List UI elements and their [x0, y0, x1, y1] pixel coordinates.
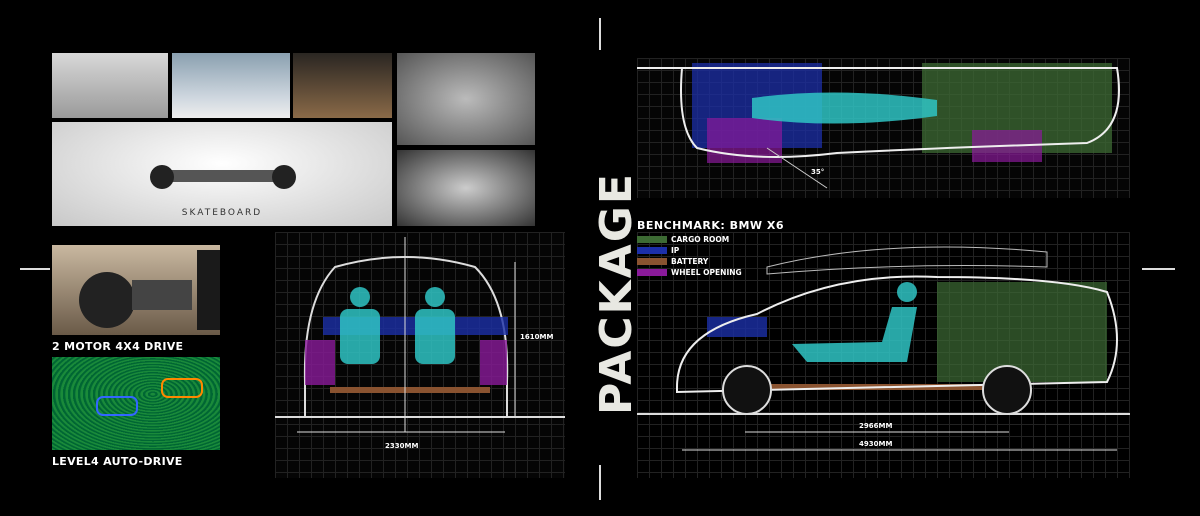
legend-item-cargo: CARGO ROOM: [637, 234, 784, 245]
autodrive-label: LEVEL4 AUTO-DRIVE: [52, 455, 183, 468]
side-view-drawing: 2966MM 4930MM: [637, 232, 1130, 478]
photo-interior-cabin: [397, 150, 535, 226]
photo-skateboard: SKATEBOARD: [52, 122, 392, 226]
legend-label-battery: BATTERY: [671, 257, 709, 266]
legend-item-wheel-opening: WHEEL OPENING: [637, 267, 784, 278]
divider-right: [1142, 268, 1175, 270]
divider-bottom: [599, 465, 601, 500]
photo-interior-top: [397, 53, 535, 145]
photo-motor: [52, 245, 220, 335]
front-view-drawing: 1610MM 2330MM: [275, 232, 565, 478]
skateboard-chassis: [150, 165, 296, 189]
photo-lidar: [52, 357, 220, 450]
legend-swatch-wheel-opening: [637, 269, 667, 276]
length-dimension: 4930MM: [859, 440, 893, 448]
photo-snow: [172, 53, 290, 118]
benchmark-legend: BENCHMARK: BMW X6 CARGO ROOM IP BATTERY …: [637, 219, 784, 278]
photo-lineup: [52, 53, 168, 118]
legend-swatch-battery: [637, 258, 667, 265]
angle-label: 35°: [811, 168, 825, 176]
package-title: PACKAGE: [591, 172, 642, 415]
front-height-dimension: 1610MM: [520, 333, 554, 341]
photo-desert: [293, 53, 392, 118]
skateboard-label: SKATEBOARD: [181, 208, 263, 218]
front-width-dimension: 2330MM: [385, 442, 419, 450]
legend-label-ip: IP: [671, 246, 680, 255]
legend-swatch-ip: [637, 247, 667, 254]
legend-item-ip: IP: [637, 245, 784, 256]
divider-top: [599, 18, 601, 50]
top-view-drawing: 35°: [637, 58, 1130, 198]
wheelbase-dimension: 2966MM: [859, 422, 893, 430]
legend-label-cargo: CARGO ROOM: [671, 235, 730, 244]
legend-label-wheel-opening: WHEEL OPENING: [671, 268, 742, 277]
divider-left: [20, 268, 50, 270]
legend-item-battery: BATTERY: [637, 256, 784, 267]
benchmark-title: BENCHMARK: BMW X6: [637, 219, 784, 232]
motor-label: 2 MOTOR 4X4 DRIVE: [52, 340, 184, 353]
legend-swatch-cargo: [637, 236, 667, 243]
